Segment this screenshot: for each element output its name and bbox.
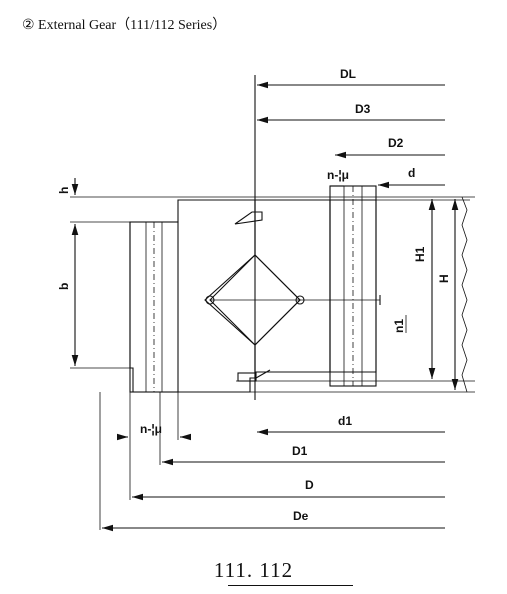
caption-underline: [228, 585, 353, 586]
dim-label-d1: d1: [338, 414, 352, 428]
outer-ring: [129, 199, 256, 393]
series-caption: 111. 112: [213, 558, 294, 582]
gear-teeth-band: [129, 221, 179, 393]
dim-label-D3: D3: [355, 102, 371, 116]
dim-label-b: b: [57, 283, 71, 290]
dim-label-D2: D2: [388, 136, 404, 150]
figure-title: ② External Gear（111/112 Series）: [22, 18, 227, 33]
dim-label-d: d: [408, 166, 415, 180]
mounting-hole-band: [329, 185, 377, 387]
seal-top: [234, 211, 263, 225]
dim-label-De: De: [293, 509, 309, 523]
dim-label-H1: H1: [413, 246, 427, 262]
dim-label-H: H: [437, 274, 451, 283]
inner-ring: [254, 199, 377, 373]
dim-label-DL: DL: [340, 67, 356, 81]
dim-label-D: D: [305, 478, 314, 492]
dim-label-D1: D1: [292, 444, 308, 458]
dim-label-n-mu-top: n-¦μ: [327, 168, 349, 182]
rolling-element: [205, 254, 381, 346]
dim-label-n-mu-bottom: n-¦μ: [140, 422, 162, 436]
dim-label-h: h: [57, 187, 71, 194]
dim-label-n1: n1: [392, 319, 406, 333]
